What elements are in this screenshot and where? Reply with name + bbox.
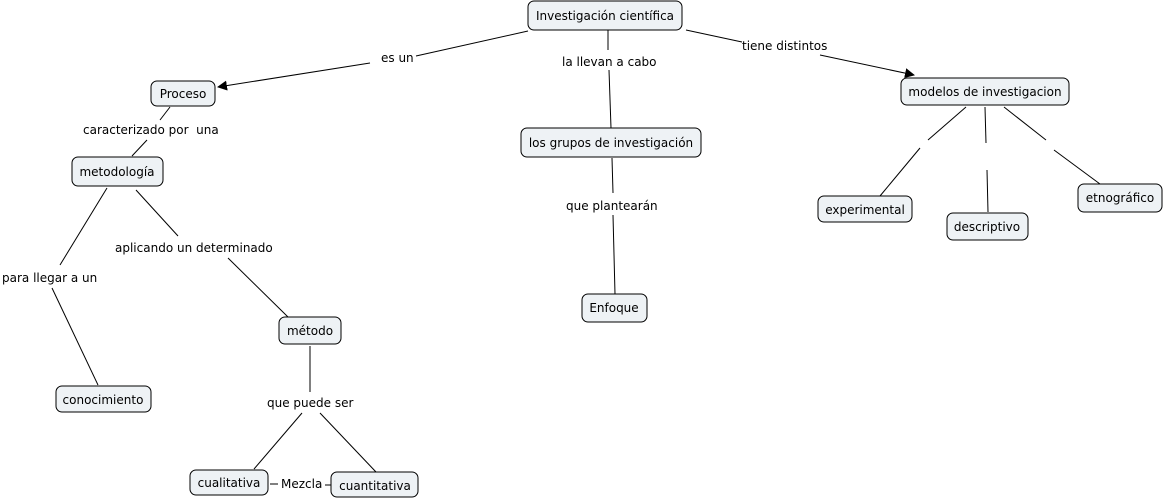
edge-plantearan-enfoque [612,214,616,295]
edge-puede-cuantitativa [319,412,377,473]
edge-puede-cualitativa [253,412,303,470]
edge-tiene-modelos [819,54,915,79]
node-cualitativa-label: cualitativa [198,476,261,490]
edges [51,29,1101,486]
edge-modelos-descriptivo [984,106,987,144]
node-investigacion-label: Investigación científica [536,9,674,23]
edge-caract-metodologia [131,139,148,157]
node-conocimiento[interactable]: conocimiento [55,385,152,413]
node-descriptivo[interactable]: descriptivo [946,212,1029,241]
edge-etno-lower [1053,149,1101,185]
edge-metodologia-parallegar [59,187,108,266]
node-cuantitativa-label: cuantitativa [339,479,411,493]
node-investigacion[interactable]: Investigación científica [527,0,683,31]
edge-esun-proceso [217,62,371,91]
node-grupos[interactable]: los grupos de investigación [520,127,702,158]
link-la-llevan: la llevan a cabo [562,55,657,69]
edge-grupos-plantearan [611,157,614,194]
link-caracterizado: caracterizado por una [83,123,219,137]
node-metodologia[interactable]: metodología [71,156,164,187]
node-experimental-label: experimental [825,203,905,217]
node-etnografico-label: etnográfico [1086,191,1154,205]
edge-exp-lower [879,147,921,197]
node-modelos[interactable]: modelos de investigacion [900,77,1070,106]
node-modelos-label: modelos de investigacion [908,85,1061,99]
edge-llevan-grupos [608,69,612,129]
edge-metodologia-aplicando [135,189,179,237]
edge-modelos-experimental [927,106,967,141]
link-tiene-distintos: tiene distintos [742,39,827,53]
edge-parallegar-conocimiento [51,287,99,386]
node-grupos-label: los grupos de investigación [529,136,693,150]
node-etnografico[interactable]: etnográfico [1077,183,1163,213]
link-que-puede-ser: que puede ser [267,396,353,410]
edge-modelos-etnografico [1003,106,1047,141]
link-es-un: es un [381,51,414,65]
link-mezcla: Mezcla [281,477,322,491]
node-enfoque[interactable]: Enfoque [581,293,648,323]
link-aplicando: aplicando un determinado [115,241,273,255]
node-proceso[interactable]: Proceso [150,80,216,107]
edge-proceso-caract [159,106,171,121]
edge-aplicando-metodo [227,257,289,318]
node-experimental[interactable]: experimental [817,195,913,223]
node-metodo-label: método [287,324,333,338]
link-para-llegar: para llegar a un [2,271,97,285]
node-metodo[interactable]: método [278,316,342,345]
node-enfoque-label: Enfoque [589,301,638,315]
node-cuantitativa[interactable]: cuantitativa [330,471,419,498]
edge-investigacion-esun [415,30,529,57]
edge-investigacion-tiene [685,29,743,43]
link-que-plantearan: que plantearán [566,199,658,213]
node-conocimiento-label: conocimiento [63,393,144,407]
edge-desc-lower [986,169,989,213]
node-metodologia-label: metodología [79,165,154,179]
link-labels: es un la llevan a cabo tiene distintos c… [2,39,827,491]
node-proceso-label: Proceso [160,87,207,101]
node-cualitativa[interactable]: cualitativa [189,469,269,496]
node-descriptivo-label: descriptivo [954,220,1020,234]
